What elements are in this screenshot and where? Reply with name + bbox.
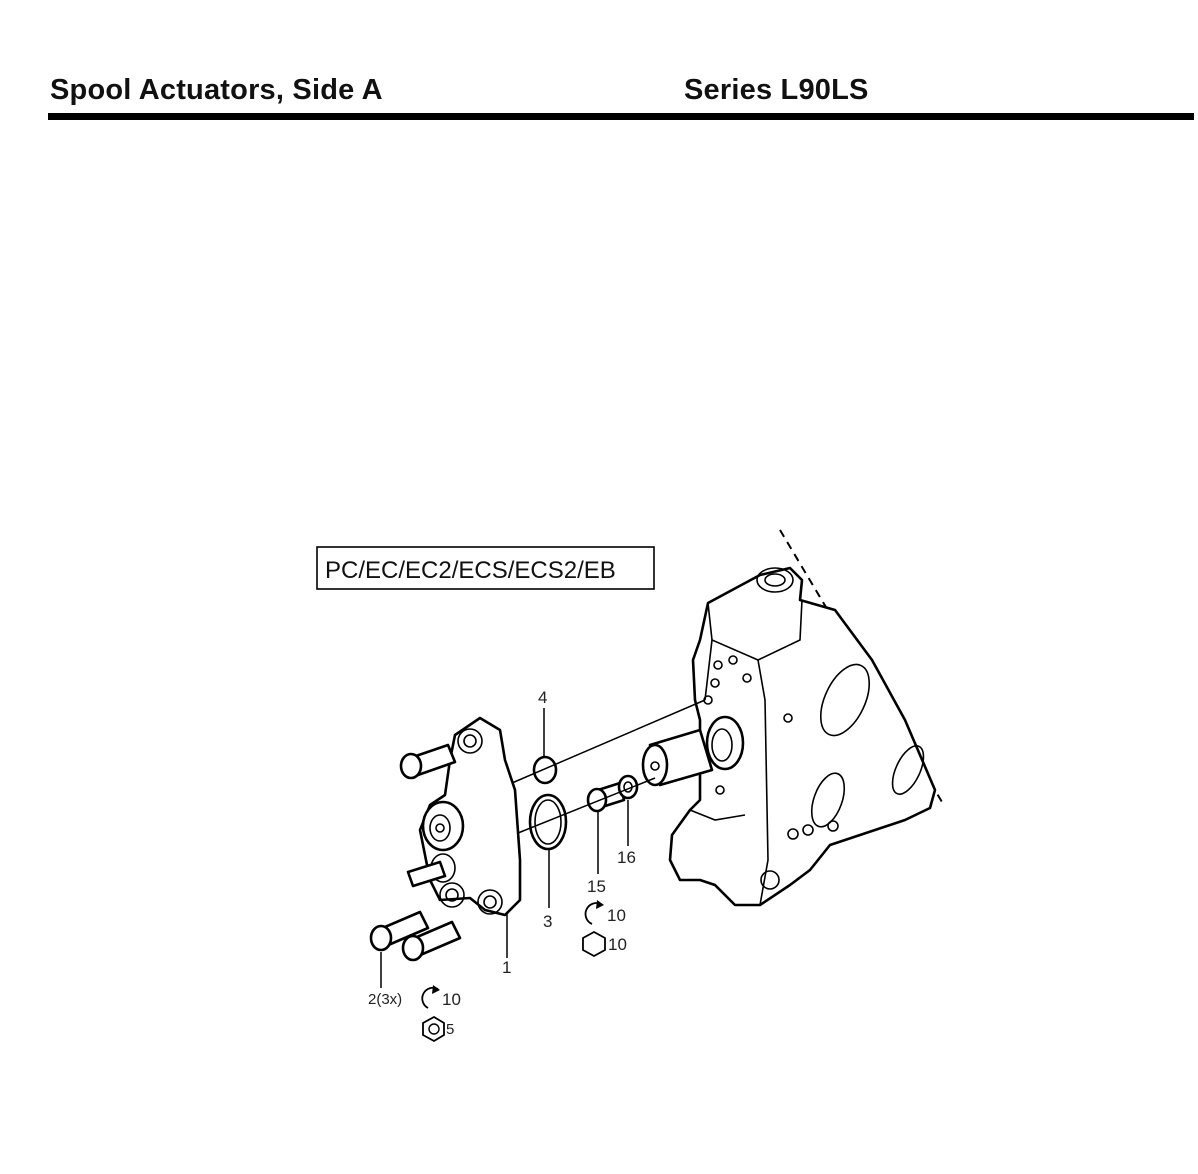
torque-value-2: 10 xyxy=(442,990,461,1009)
alignment-line-upper xyxy=(511,699,706,784)
hex-icon xyxy=(422,1015,445,1043)
screw-bottom-left xyxy=(369,910,430,952)
callout-1: 1 xyxy=(502,958,511,977)
alignment-line-lower xyxy=(517,777,656,834)
header-rule xyxy=(48,113,1194,120)
callout-16: 16 xyxy=(617,848,636,867)
variant-box: PC/EC/EC2/ECS/ECS2/EB xyxy=(316,546,655,590)
hex-value-15: 10 xyxy=(608,935,627,954)
actuator-cover xyxy=(418,716,522,917)
hex-icon xyxy=(582,930,606,958)
o-ring-3 xyxy=(528,793,568,851)
torque-value-15: 10 xyxy=(607,906,626,925)
torque-arrow-head xyxy=(432,985,440,994)
hex-inner-icon xyxy=(428,1023,440,1035)
callout-4: 4 xyxy=(538,688,547,707)
screw-bottom-right xyxy=(401,920,462,962)
page-title: Spool Actuators, Side A xyxy=(50,74,383,106)
callout-15: 15 xyxy=(587,877,606,896)
series-title: Series L90LS xyxy=(684,74,869,106)
variant-label: PC/EC/EC2/ECS/ECS2/EB xyxy=(325,557,616,584)
valve-housing xyxy=(641,566,937,907)
o-ring-4 xyxy=(532,755,558,785)
washer-16 xyxy=(617,774,639,800)
torque-arrow-head xyxy=(596,900,604,909)
callout-2: 2(3x) xyxy=(368,991,402,1008)
hex-value-2: 5 xyxy=(446,1021,454,1038)
screw-top xyxy=(399,743,457,780)
screw-middle xyxy=(406,860,447,888)
callout-3: 3 xyxy=(543,912,552,931)
